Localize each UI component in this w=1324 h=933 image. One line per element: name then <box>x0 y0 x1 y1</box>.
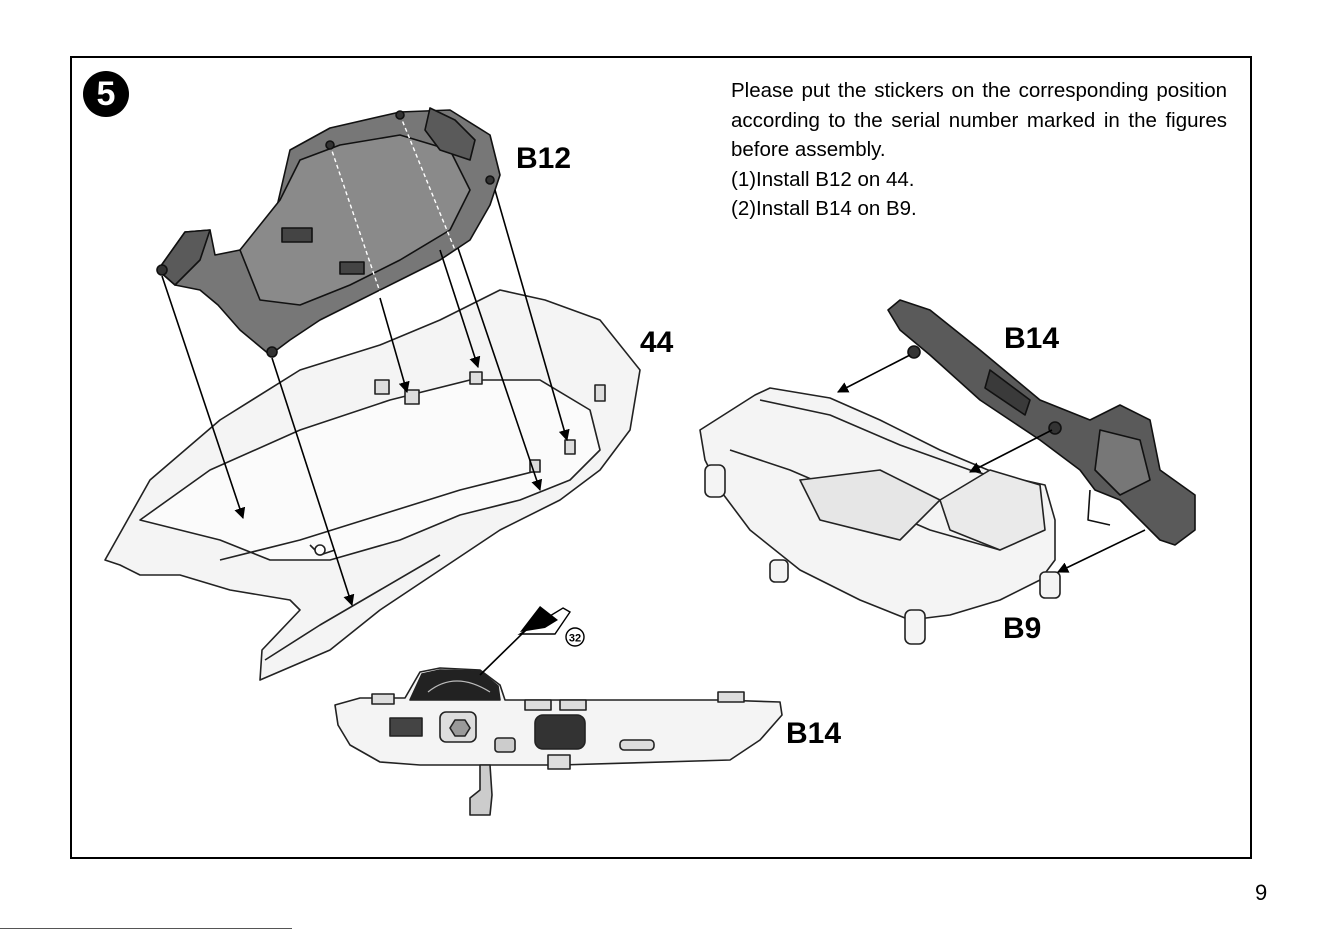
label-b14-bottom: B14 <box>786 719 841 749</box>
sticker-32-pointer: 32 <box>480 606 584 675</box>
label-b14-top: B14 <box>1004 324 1059 354</box>
label-b9: B9 <box>1003 614 1041 644</box>
part-b14-dashboard <box>335 668 782 815</box>
label-part-44: 44 <box>640 328 673 358</box>
sticker-number: 32 <box>569 633 581 645</box>
part-b9-tray <box>700 388 1060 644</box>
page-number: 9 <box>1255 880 1267 906</box>
footer-rule <box>0 928 292 929</box>
label-b12: B12 <box>516 144 571 174</box>
